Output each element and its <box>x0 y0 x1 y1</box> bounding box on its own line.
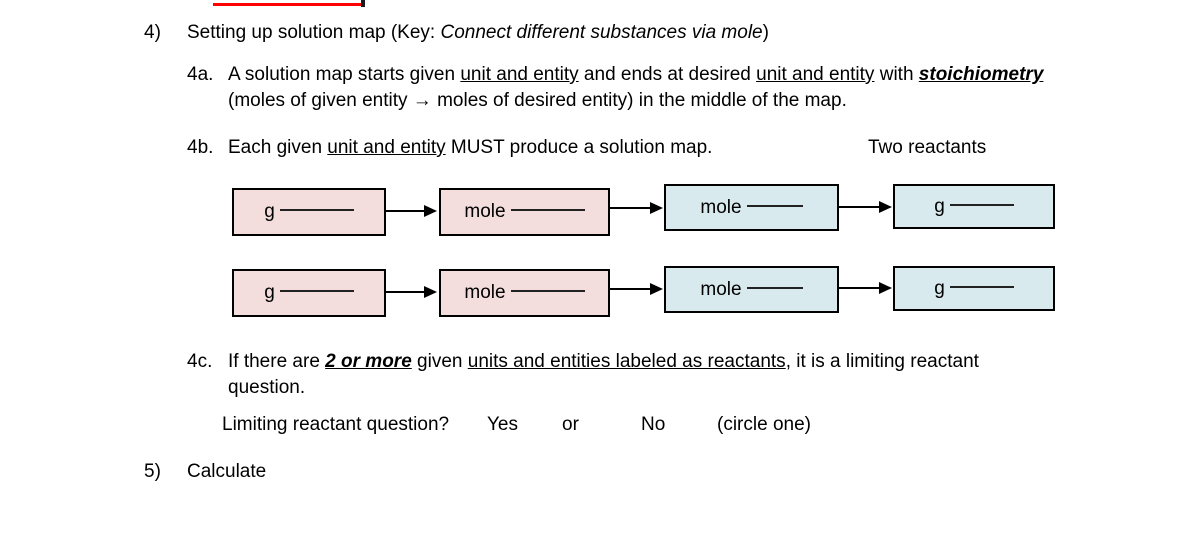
map-row2-box2-given-moles[interactable]: mole <box>439 269 610 317</box>
arrow-head <box>879 282 892 294</box>
arrow-shaft <box>839 206 881 208</box>
answer-option-yes[interactable]: Yes <box>487 414 518 435</box>
item-5-number: 5) <box>144 461 161 482</box>
map-row2-box4-blank[interactable] <box>949 285 1014 288</box>
sub-4c-seg5: , it is a limiting reactant <box>785 351 979 372</box>
map-row2-box1-given-grams[interactable]: g <box>232 269 386 317</box>
map-row2-box1-label: g <box>264 282 275 303</box>
sub-4c-line2: question. <box>228 377 306 398</box>
arrow-shaft <box>839 287 881 289</box>
sub-4a-line2: (moles of given entity → moles of desire… <box>228 90 847 111</box>
map-row1-box2-label: mole <box>464 201 506 222</box>
sub-4b-body: Each given unit and entity MUST produce … <box>228 135 712 161</box>
map-row2-box2-blank[interactable] <box>510 290 585 292</box>
map-row1-box2-given-moles[interactable]: mole <box>439 188 610 236</box>
map-row1-arrow3 <box>839 200 895 214</box>
clipped-glyph-remnant <box>361 0 365 7</box>
arrow-shaft <box>610 288 652 290</box>
sub-4c-two-or-more: 2 or more <box>325 351 412 372</box>
arrow-shaft <box>386 210 426 212</box>
map-row2-box2-label: mole <box>464 282 506 303</box>
sub-4b-seg3: MUST produce a solution map. <box>445 137 713 158</box>
map-row1-box3-blank[interactable] <box>746 204 803 207</box>
sub-4a-body: A solution map starts given unit and ent… <box>228 62 1158 114</box>
map-row2-box4-label: g <box>934 277 945 299</box>
map-row2-box4-desired-grams[interactable]: g <box>893 266 1055 311</box>
map-row1-box1-label: g <box>264 201 275 222</box>
map-row1-box1-blank[interactable] <box>279 209 354 211</box>
map-row1-box3-label: mole <box>700 196 742 218</box>
sub-4b-unit-entity: unit and entity <box>327 137 446 158</box>
arrow-shaft <box>610 207 652 209</box>
sub-4a-unit-entity-desired: unit and entity <box>756 64 875 85</box>
item-5-heading: Calculate <box>187 461 267 482</box>
sub-4c-label: 4c. <box>187 351 213 372</box>
map-row1-box2-blank[interactable] <box>510 209 585 211</box>
clipped-red-underline-remnant <box>213 0 365 8</box>
sub-4a-label: 4a. <box>187 64 214 85</box>
map-row1-arrow2-stoichiometry <box>610 201 666 215</box>
sub-4b-label: 4b. <box>187 137 214 158</box>
arrow-head <box>424 205 437 217</box>
sub-4a-seg1: A solution map starts given <box>228 64 461 85</box>
item-4-number: 4) <box>144 22 161 43</box>
sub-4a-seg5: with <box>874 64 919 85</box>
item-4-key-italic: Connect different substances via mole <box>440 22 763 43</box>
map-row2-arrow3 <box>839 281 895 295</box>
map-row1-box4-desired-grams[interactable]: g <box>893 184 1055 229</box>
sub-4c-seg3: given <box>411 351 468 372</box>
item-4-heading: Setting up solution map (Key: Connect di… <box>187 20 769 46</box>
sub-4a-unit-entity-given: unit and entity <box>460 64 579 85</box>
map-row1-box1-given-grams[interactable]: g <box>232 188 386 236</box>
sub-4c-body: If there are 2 or more given units and e… <box>228 349 1158 401</box>
arrow-head <box>650 202 663 214</box>
map-row2-box3-label: mole <box>700 278 742 300</box>
item-4-close-paren: ) <box>762 22 769 43</box>
sub-4c-seg1: If there are <box>228 351 326 372</box>
map-row1-box4-blank[interactable] <box>949 203 1014 206</box>
sub-4a-seg3: and ends at desired <box>578 64 757 85</box>
arrow-head <box>879 201 892 213</box>
sub-4c-units-entities-reactants: units and entities labeled as reactants <box>467 351 786 372</box>
answer-option-no[interactable]: No <box>641 414 666 435</box>
two-reactants-note: Two reactants <box>868 137 987 158</box>
arrow-shaft <box>386 291 426 293</box>
map-row2-box3-blank[interactable] <box>746 286 803 289</box>
map-row1-box4-label: g <box>934 195 945 217</box>
limiting-reactant-prompt: Limiting reactant question? <box>222 414 450 435</box>
map-row1-arrow1 <box>386 204 438 218</box>
red-underline-bar <box>213 3 361 6</box>
item-4-text: Setting up solution map (Key: <box>187 22 441 43</box>
map-row2-box1-blank[interactable] <box>279 290 354 292</box>
map-row2-box3-desired-moles[interactable]: mole <box>664 266 839 313</box>
answer-conjunction-or: or <box>562 414 579 435</box>
map-row1-box3-desired-moles[interactable]: mole <box>664 184 839 231</box>
circle-one-instruction: (circle one) <box>717 414 811 435</box>
map-row2-arrow1 <box>386 285 438 299</box>
map-row2-arrow2-stoichiometry <box>610 282 666 296</box>
arrow-head <box>424 286 437 298</box>
sub-4b-seg1: Each given <box>228 137 328 158</box>
sub-4a-stoichiometry: stoichiometry <box>918 64 1044 85</box>
arrow-head <box>650 283 663 295</box>
